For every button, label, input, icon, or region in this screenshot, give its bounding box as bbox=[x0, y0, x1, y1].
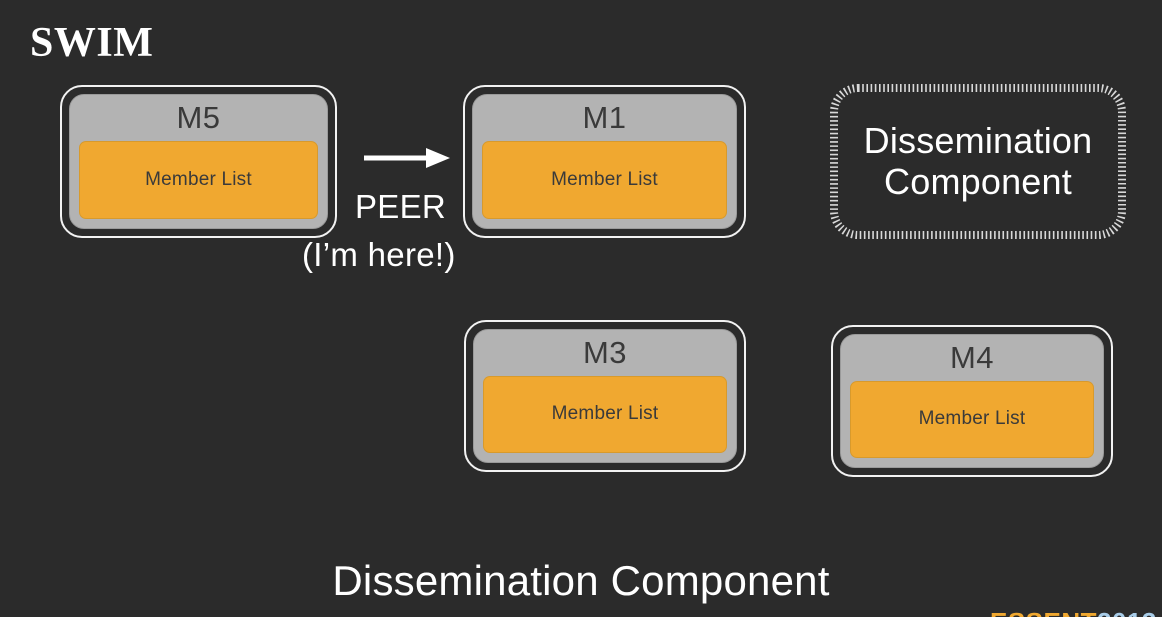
node-m4-member-list[interactable]: Member List bbox=[850, 380, 1094, 458]
node-m1[interactable]: M1 Member List bbox=[463, 85, 746, 238]
dissemination-component-box[interactable]: Dissemination Component bbox=[830, 84, 1126, 239]
node-m1-label: M1 bbox=[582, 100, 627, 135]
watermark-part-b: 2013 bbox=[1097, 609, 1157, 617]
bottom-caption: Dissemination Component bbox=[332, 557, 830, 604]
node-m5-body: M5 Member List bbox=[69, 94, 328, 229]
watermark: ESSENT2013 bbox=[990, 609, 1157, 617]
dissemination-box-line2: Component bbox=[884, 160, 1072, 202]
node-m5-label: M5 bbox=[176, 100, 221, 135]
dissemination-box-text: Dissemination Component bbox=[850, 120, 1107, 202]
watermark-part-a: ESSENT bbox=[990, 609, 1097, 617]
node-m4-body: M4 Member List bbox=[840, 334, 1104, 468]
im-here-label: (I’m here!) bbox=[302, 236, 456, 273]
node-m3[interactable]: M3 Member List bbox=[464, 320, 746, 472]
peer-label: PEER bbox=[355, 188, 447, 225]
node-m3-member-list[interactable]: Member List bbox=[483, 375, 727, 453]
node-m3-label: M3 bbox=[582, 335, 628, 370]
node-m4-label: M4 bbox=[949, 340, 995, 375]
node-m1-body: M1 Member List bbox=[472, 94, 737, 229]
node-m1-member-list[interactable]: Member List bbox=[482, 140, 727, 219]
node-m4[interactable]: M4 Member List bbox=[831, 325, 1113, 477]
node-m5[interactable]: M5 Member List bbox=[60, 85, 337, 238]
page-title: SWIM bbox=[30, 20, 154, 66]
node-m5-member-list[interactable]: Member List bbox=[79, 140, 318, 219]
node-m3-body: M3 Member List bbox=[473, 329, 737, 463]
dissemination-box-line1: Dissemination bbox=[863, 120, 1093, 162]
peer-arrow-icon bbox=[362, 145, 452, 171]
